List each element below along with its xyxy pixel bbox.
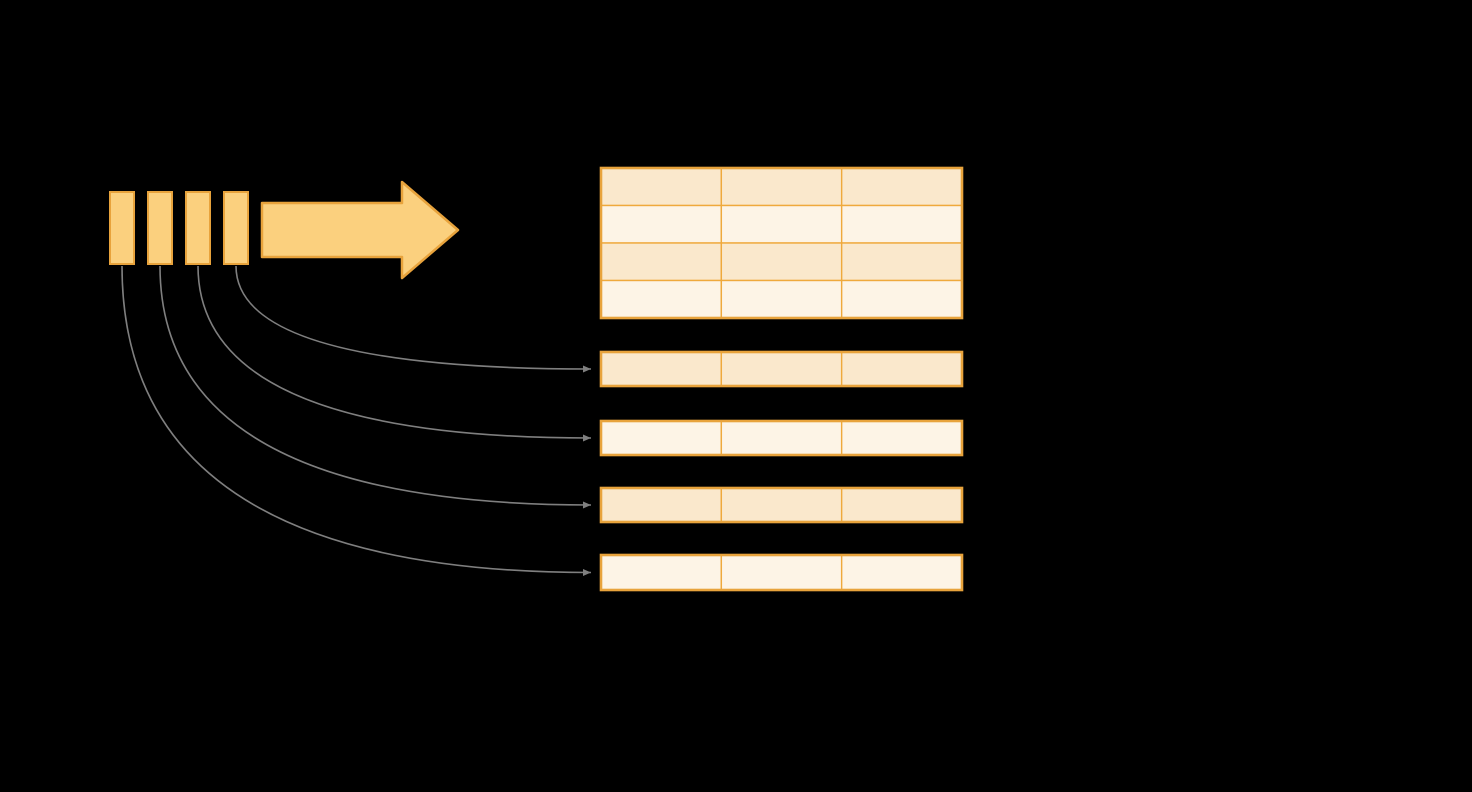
row-table-2-border [599, 419, 964, 457]
main-table-cell-r1-c3 [840, 167, 963, 207]
flow-arrow [260, 180, 460, 280]
main-table-cell-r3-c1 [600, 242, 723, 282]
row-table-3-cell-1 [600, 487, 723, 523]
main-table-border [599, 166, 964, 320]
main-table-cell-r1-c2 [720, 167, 843, 207]
row-table-3-cell-2 [720, 487, 843, 523]
connector-arrow-1 [235, 265, 592, 373]
row-table-1-cell-2 [720, 351, 843, 387]
main-table-cell-r4-c3 [840, 279, 963, 319]
row-table-4-cell-2 [720, 554, 843, 591]
row-table-4-border [599, 553, 964, 592]
main-table-cell-r3-c3 [840, 242, 963, 282]
row-table-1-cell-1 [600, 351, 723, 387]
main-table-cell-r4-c1 [600, 279, 723, 319]
queue-bar-1 [109, 191, 135, 265]
row-table-2-cell-1 [600, 420, 723, 456]
row-table-4-cell-1 [600, 554, 723, 591]
queue-bar-2 [147, 191, 173, 265]
queue-bar-4 [223, 191, 249, 265]
row-table-1-border [599, 350, 964, 388]
main-table-cell-r1-c1 [600, 167, 723, 207]
row-table-3-border [599, 486, 964, 524]
row-table-2-cell-2 [720, 420, 843, 456]
row-table-4-cell-3 [840, 554, 963, 591]
main-table-cell-r4-c2 [720, 279, 843, 319]
row-table-3-cell-3 [840, 487, 963, 523]
main-table-cell-r2-c3 [840, 204, 963, 244]
main-table-cell-r2-c2 [720, 204, 843, 244]
queue-bar-3 [185, 191, 211, 265]
row-table-1-cell-3 [840, 351, 963, 387]
connector-arrow-3 [159, 265, 592, 509]
main-table-cell-r2-c1 [600, 204, 723, 244]
connector-arrow-2 [197, 265, 592, 442]
row-table-2-cell-3 [840, 420, 963, 456]
connector-arrow-4 [121, 265, 592, 576]
main-table-cell-r3-c2 [720, 242, 843, 282]
